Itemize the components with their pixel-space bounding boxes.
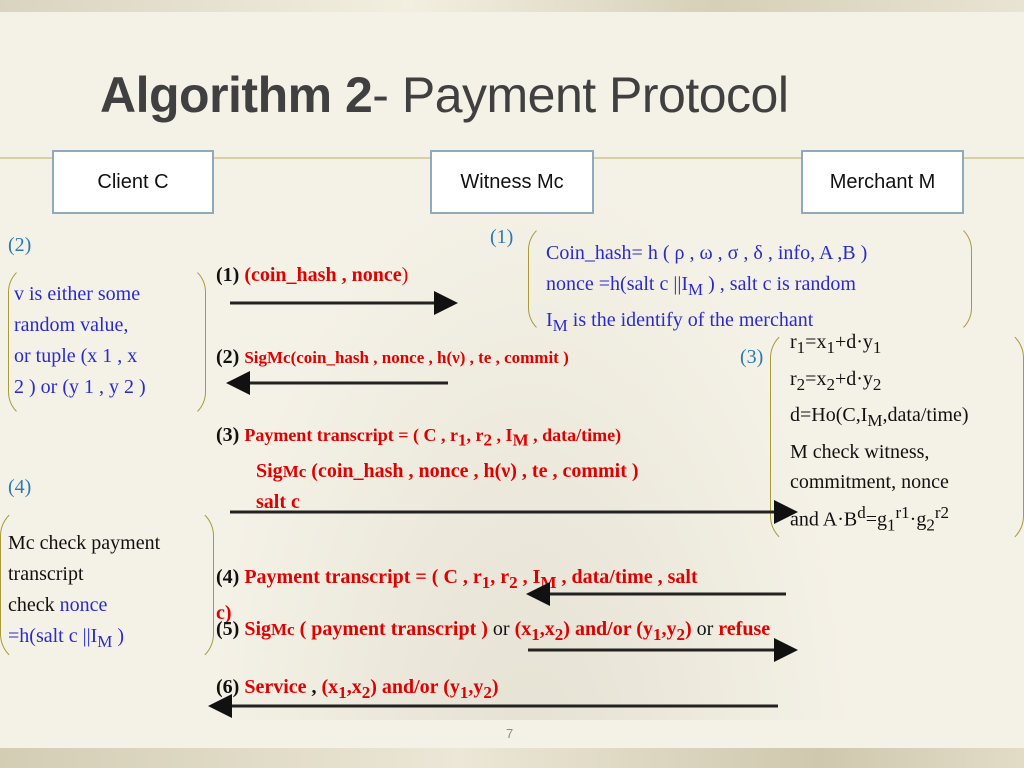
message-4-line: (4) Payment transcript = ( C , r1, r2 , … — [216, 566, 698, 592]
note-3-line: and A·Bd=g1r1·g2r2 — [790, 502, 950, 535]
title-rest: - Payment Protocol — [372, 67, 789, 123]
message-3-line: SigMc (coin_hash , nonce , h(ν) , te , c… — [256, 459, 639, 482]
note-3-line: d=Ho(C,IM,data/time) — [790, 404, 969, 430]
message-3-line: (3) Payment transcript = ( C , r1, r2 , … — [216, 424, 622, 450]
note-2-line: or tuple (x 1 , x — [14, 345, 138, 367]
message-2: (2) SigMc(coin_hash , nonce , h(ν) , te … — [216, 346, 569, 368]
party-witness-label: Witness Mc — [460, 170, 564, 193]
note-2-line: 2 ) or (y 1 , y 2 ) — [14, 376, 146, 398]
party-witness-box: Witness Mc — [430, 150, 594, 214]
note-2-line: random value, — [14, 314, 129, 336]
party-merchant-label: Merchant M — [829, 170, 936, 193]
party-client-box: Client C — [52, 150, 214, 214]
message-5: (5) SigMc ( payment transcript ) or (x1,… — [216, 618, 771, 644]
note-2-number: (2) — [8, 234, 32, 256]
note-4-text: Mc check payment transcript check nonce … — [8, 528, 160, 657]
party-merchant-box: Merchant M — [801, 150, 964, 214]
page-number: 7 — [506, 726, 514, 741]
note-1-line: Coin_hash= h ( ρ , ω , σ , δ , info, A ,… — [546, 242, 868, 264]
party-client-label: Client C — [97, 170, 169, 193]
note-3-line: M check witness, — [790, 440, 930, 463]
slide-title: Algorithm 2- Payment Protocol — [100, 66, 789, 124]
bottom-decorative-band — [0, 748, 1024, 768]
message-4-line: c) — [216, 602, 232, 624]
message-4: (4) Payment transcript = ( C , r1, r2 , … — [216, 562, 698, 628]
note-4-line: Mc check payment — [8, 532, 161, 554]
note-2-line: v is either some — [14, 283, 141, 305]
note-3-line: commitment, nonce — [790, 471, 949, 493]
note-1-line: nonce =h(salt c ||IM ) , salt c is rando… — [546, 273, 856, 299]
note-4-number: (4) — [8, 476, 32, 498]
message-1: (1) (coin_hash , nonce) — [216, 264, 409, 286]
background-fan-decoration — [180, 120, 880, 720]
note-4-line: =h(salt c ||IM ) — [8, 625, 125, 651]
title-bold-part: Algorithm 2 — [100, 67, 373, 123]
message-3: (3) Payment transcript = ( C , r1, r2 , … — [216, 420, 639, 517]
note-2-text: v is either some random value, or tuple … — [14, 279, 146, 403]
note-4-line: check nonce — [8, 594, 108, 616]
note-3-line: r1=x1+d·y1 — [790, 331, 882, 357]
note-1-number: (1) — [490, 226, 514, 248]
note-3-number: (3) — [740, 346, 764, 368]
note-2-bracket — [8, 264, 206, 420]
note-3-line: r2=x2+d·y2 — [790, 367, 882, 394]
note-4-bracket — [0, 506, 214, 664]
top-decorative-band — [0, 0, 1024, 12]
message-6: (6) Service , (x1,x2) and/or (y1,y2) — [216, 676, 499, 702]
message-3-line: salt c — [256, 490, 300, 513]
note-1-text: Coin_hash= h ( ρ , ω , σ , δ , info, A ,… — [546, 238, 867, 341]
note-3-text: r1=x1+d·y1 r2=x2+d·y2 d=Ho(C,IM,data/tim… — [790, 327, 969, 541]
note-4-line: transcript — [8, 563, 84, 585]
note-1-bracket — [528, 222, 972, 336]
note-1-line: IM is the identify of the merchant — [546, 309, 814, 335]
